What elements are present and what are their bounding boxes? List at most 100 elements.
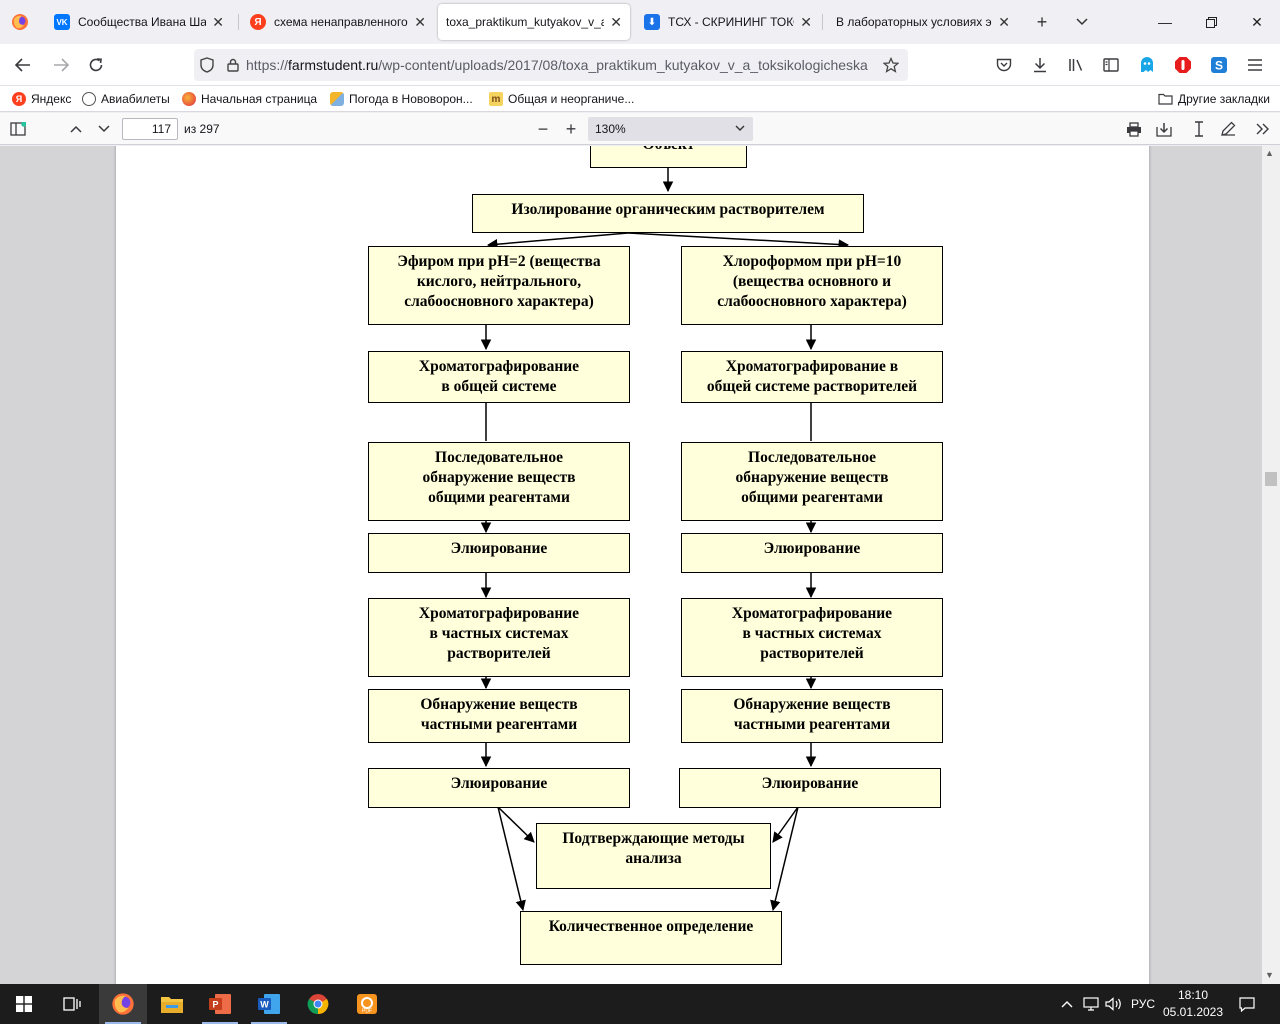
input-language[interactable]: РУС [1130, 997, 1156, 1011]
node-left-elution-1: Элюирование [368, 533, 630, 573]
close-tab-icon[interactable]: ✕ [414, 13, 426, 30]
zoom-out-minus-icon[interactable]: − [537, 118, 549, 139]
taskbar-powerpoint-icon[interactable]: P [196, 984, 244, 1024]
save-download-icon[interactable] [1152, 117, 1176, 141]
node-left-private-detection: Обнаружение веществ частными реагентами [368, 689, 630, 743]
reader-sidebar-icon[interactable] [1099, 53, 1123, 77]
close-window-icon[interactable]: ✕ [1251, 13, 1263, 30]
tools-double-chevron-icon[interactable] [1251, 117, 1275, 141]
url-domain: farmstudent.ru [288, 57, 379, 73]
extension-s-icon[interactable]: S [1207, 53, 1231, 77]
scroll-down-icon[interactable]: ▼ [1265, 970, 1274, 980]
close-tab-icon[interactable]: ✕ [610, 13, 622, 30]
taskbar-file-explorer-icon[interactable] [148, 984, 196, 1024]
task-view-icon[interactable] [48, 984, 96, 1024]
taskbar-pdf-app-icon[interactable]: PDF [343, 984, 391, 1024]
volume-icon[interactable] [1103, 984, 1125, 1024]
node-object: Объект [590, 146, 747, 168]
svg-text:P: P [212, 1000, 218, 1010]
pdf-page: Объект Изолирование органическим раствор… [116, 146, 1149, 984]
bookmark-label: Погода в Нововорон... [349, 92, 473, 106]
shield-icon[interactable] [194, 57, 220, 73]
tab-pdf-active[interactable]: toxa_praktikum_kutyakov_v_a ✕ [438, 4, 630, 40]
zoom-select[interactable]: 130% [588, 117, 753, 141]
scrollbar-thumb[interactable] [1265, 472, 1277, 486]
app-menu-hamburger-icon[interactable] [1243, 53, 1267, 77]
svg-text:S: S [1215, 59, 1223, 73]
tab-vk[interactable]: VK Сообщества Ивана Шам ✕ [46, 4, 232, 40]
bookmark-star-icon[interactable] [874, 57, 908, 73]
node-right-private-detection: Обнаружение веществ частными реагентами [681, 689, 943, 743]
text-cursor-icon[interactable] [1187, 117, 1211, 141]
pdf-viewer[interactable]: Объект Изолирование органическим раствор… [0, 146, 1280, 984]
navigation-toolbar: https://farmstudent.ru/wp-content/upload… [0, 44, 1280, 86]
url-path: /wp-content/uploads/2017/08/toxa_praktik… [378, 57, 868, 73]
node-left-elution-2: Элюирование [368, 768, 630, 808]
system-clock[interactable]: 18:10 05.01.2023 [1158, 987, 1228, 1021]
svg-text:W: W [260, 1000, 269, 1010]
node-confirmatory-methods: Подтверждающие методы анализа [536, 823, 771, 889]
bookmark-label: Яндекс [31, 92, 72, 106]
globe-icon [82, 92, 96, 106]
taskbar-word-icon[interactable]: W [245, 984, 293, 1024]
notifications-icon[interactable] [1236, 984, 1258, 1024]
svg-text:PDF: PDF [362, 1009, 372, 1015]
node-left-general-chromatography: Хроматографирование в общей системе [368, 351, 630, 403]
flowchart-arrows [480, 167, 850, 912]
taskbar-firefox-icon[interactable] [99, 984, 147, 1024]
folder-icon [1158, 93, 1173, 105]
toggle-sidebar-icon[interactable] [6, 117, 30, 141]
minimize-window-icon[interactable]: — [1158, 14, 1172, 30]
back-arrow-icon[interactable] [10, 52, 36, 78]
next-page-chevron-down-icon[interactable] [92, 117, 116, 141]
print-icon[interactable] [1122, 117, 1146, 141]
show-hidden-icons-chevron-icon[interactable] [1056, 984, 1078, 1024]
vertical-scrollbar[interactable]: ▲ ▼ [1262, 146, 1280, 984]
adblock-stop-icon[interactable] [1171, 53, 1195, 77]
previous-page-chevron-up-icon[interactable] [64, 117, 88, 141]
pdf-toolbar: 117 из 297 − + 130% [0, 113, 1280, 145]
start-page-icon [182, 92, 196, 106]
extension-ghost-icon[interactable] [1135, 53, 1159, 77]
network-icon[interactable] [1080, 984, 1102, 1024]
bookmark-start-page[interactable]: Начальная страница [182, 90, 317, 108]
url-text[interactable]: https://farmstudent.ru/wp-content/upload… [246, 57, 874, 73]
page-number-input[interactable]: 117 [122, 118, 178, 140]
page-total: из 297 [184, 122, 220, 136]
close-tab-icon[interactable]: ✕ [998, 13, 1010, 30]
library-icon[interactable] [1064, 53, 1088, 77]
close-tab-icon[interactable]: ✕ [800, 13, 812, 30]
node-right-elution-2: Элюирование [679, 768, 941, 808]
tab-divider [822, 14, 823, 30]
close-tab-icon[interactable]: ✕ [212, 13, 224, 30]
taskbar-chrome-icon[interactable] [294, 984, 342, 1024]
windows-start-icon[interactable] [0, 984, 48, 1024]
yandex-icon: Я [12, 92, 26, 106]
bookmark-flights[interactable]: Авиабилеты [82, 90, 170, 108]
node-right-general-chromatography: Хроматографирование в общей системе раст… [681, 351, 943, 403]
draw-pencil-icon[interactable] [1216, 117, 1240, 141]
clock-date: 05.01.2023 [1162, 1005, 1224, 1019]
tab-yandex-search[interactable]: Я схема ненаправленного ✕ [242, 4, 434, 40]
reload-icon[interactable] [83, 52, 109, 78]
bookmark-yandex[interactable]: Я Яндекс [12, 90, 71, 108]
bookmarks-toolbar: Я Яндекс Авиабилеты Начальная страница П… [0, 86, 1280, 112]
list-tabs-chevron-icon[interactable] [1070, 10, 1094, 34]
scroll-up-icon[interactable]: ▲ [1265, 148, 1274, 158]
lock-icon[interactable] [220, 58, 246, 72]
zoom-in-plus-icon[interactable]: + [565, 118, 577, 139]
bookmark-weather[interactable]: Погода в Нововорон... [330, 90, 473, 108]
downloads-icon[interactable] [1028, 53, 1052, 77]
forward-arrow-icon[interactable] [48, 52, 74, 78]
node-quantitative-determination: Количественное определение [520, 911, 782, 965]
pocket-icon[interactable] [992, 53, 1016, 77]
firefox-menu-icon[interactable] [8, 10, 32, 34]
yandex-favicon-icon: Я [250, 14, 266, 30]
address-bar[interactable]: https://farmstudent.ru/wp-content/upload… [194, 49, 908, 81]
other-bookmarks[interactable]: Другие закладки [1158, 90, 1270, 108]
bookmark-chemistry[interactable]: m Общая и неорганиче... [489, 90, 634, 108]
tab-tsx-screening[interactable]: ⬇ ТСХ - СКРИНИНГ ТОКСИ ✕ [636, 4, 820, 40]
restore-window-icon[interactable] [1188, 0, 1234, 44]
tab-laboratory[interactable]: В лабораторных условиях э ✕ [828, 4, 1018, 40]
new-tab-plus-icon[interactable]: + [1036, 11, 1048, 32]
